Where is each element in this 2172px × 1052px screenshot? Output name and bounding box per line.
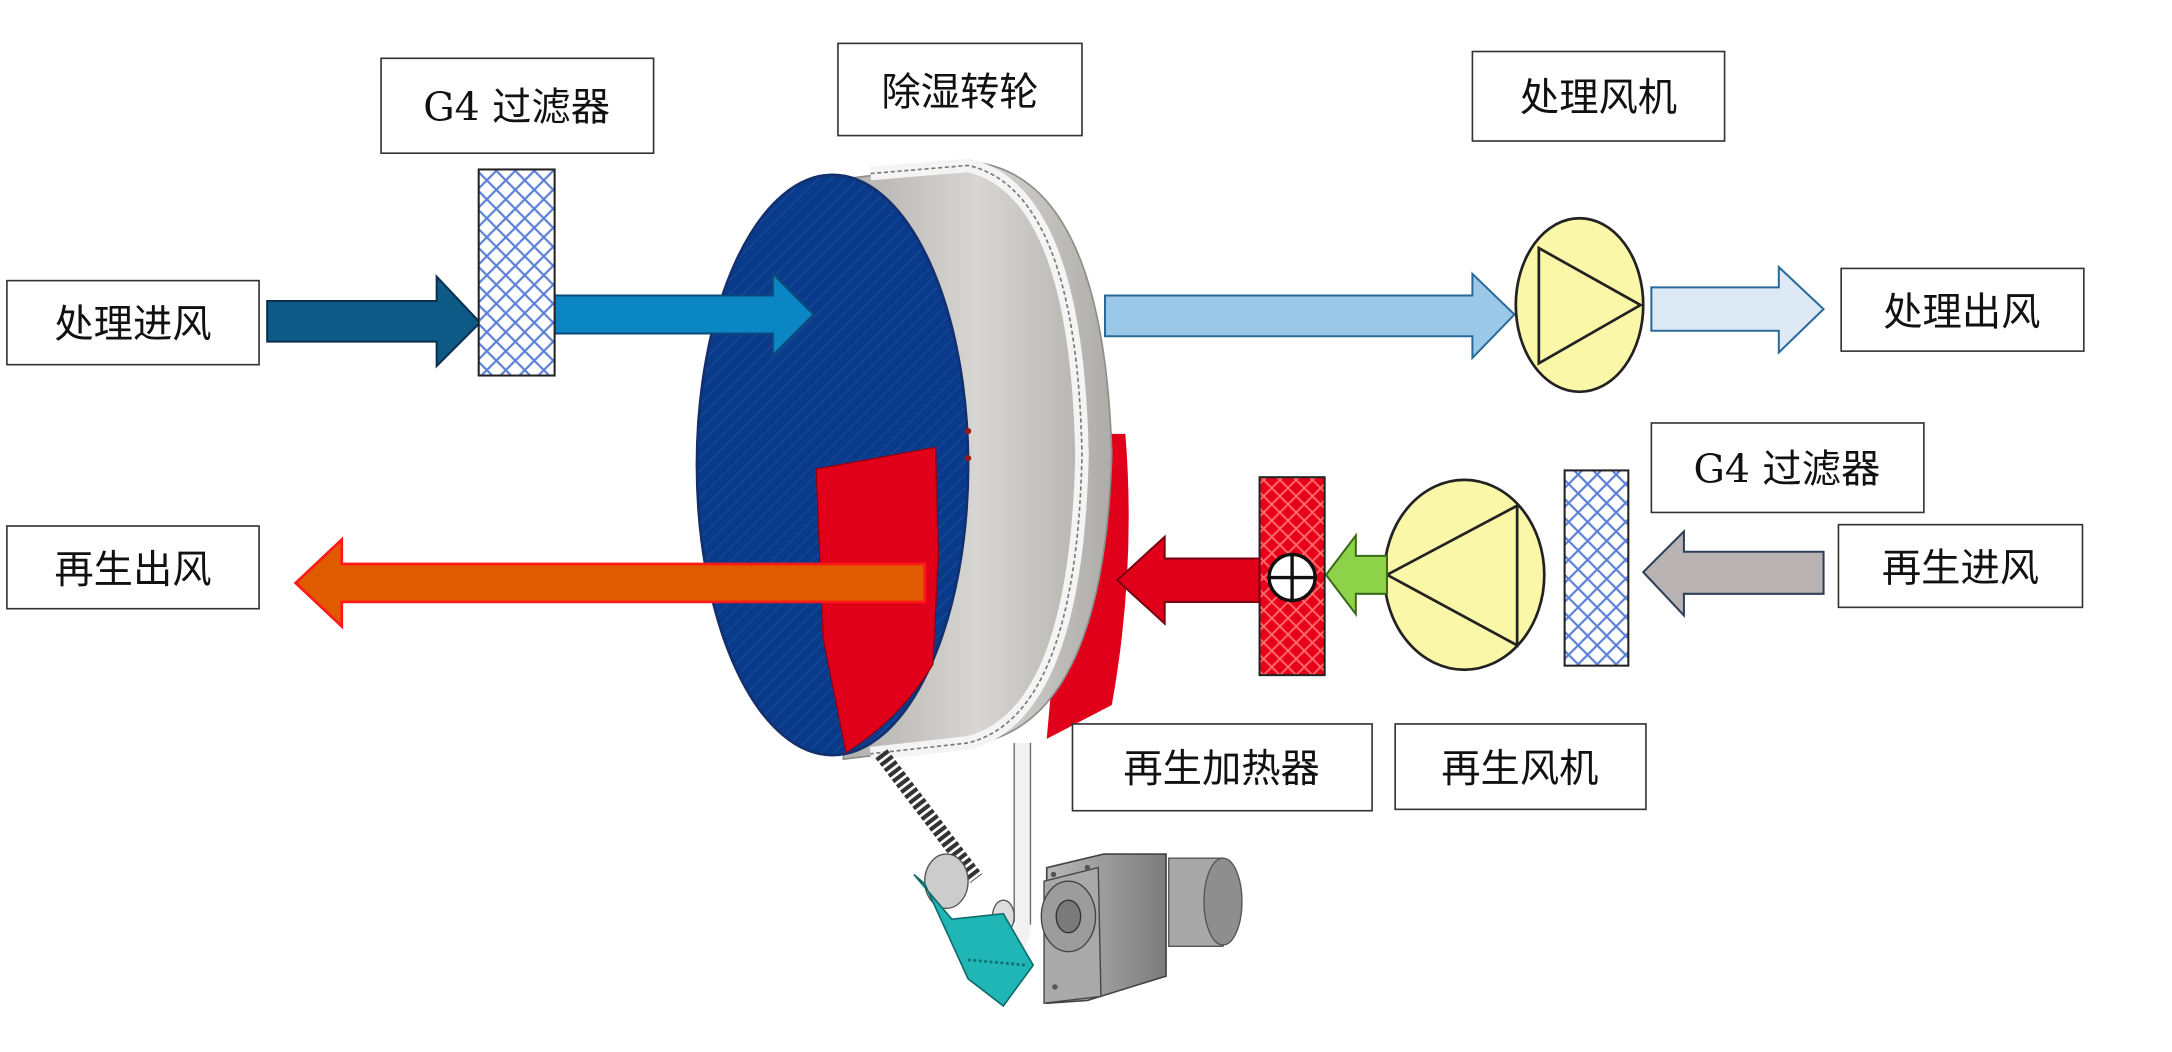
label-regen-filter: G4 过滤器 [1650,422,1925,514]
label-regen-filter-text: G4 过滤器 [1694,448,1881,493]
label-regen-out: 再生出风 [6,525,260,610]
desiccant-wheel [695,158,1129,761]
label-wheel-text: 除湿转轮 [881,71,1038,116]
process-fan-triangle-icon [1514,216,1645,394]
label-process-in-text: 处理进风 [54,303,211,348]
label-regen-in: 再生进风 [1837,523,2084,609]
belt-tensioner [913,853,1035,1008]
arrow-regen-heater [1115,534,1261,626]
arrow-regen-fan [1324,532,1389,618]
label-regen-heater: 再生加热器 [1071,723,1373,812]
drive-assembly [875,742,1243,1008]
label-process-in: 处理进风 [6,279,260,366]
gear-motor-icon [1040,853,1243,1005]
arrow-process-out-2 [1650,264,1826,355]
label-process-filter-text: G4 过滤器 [423,86,610,131]
label-process-out-text: 处理出风 [1883,290,2040,335]
label-process-fan-text: 处理风机 [1520,76,1677,121]
label-process-out: 处理出风 [1840,267,2085,352]
arrow-regen-out [293,536,927,630]
label-regen-in-text: 再生进风 [1882,547,2039,592]
arrow-process-mid [552,271,815,358]
drive-chain [875,749,983,884]
regen-fan-triangle-icon [1382,478,1546,672]
process-filter-mesh-filter-icon [477,168,556,377]
label-wheel: 除湿转轮 [837,42,1083,137]
label-regen-heater-text: 再生加热器 [1123,747,1319,792]
arrow-process-out-1 [1104,271,1516,361]
label-regen-fan-text: 再生风机 [1441,747,1598,792]
regen-heater-cross-icon [1258,476,1326,677]
label-process-fan: 处理风机 [1471,50,1726,142]
arrow-regen-in [1641,528,1825,619]
arrow-process-in [266,273,482,369]
label-regen-out-text: 再生出风 [54,548,211,593]
label-regen-fan: 再生风机 [1394,723,1647,811]
regen-filter-mesh-filter-icon [1563,469,1630,667]
label-process-filter: G4 过滤器 [380,57,655,155]
